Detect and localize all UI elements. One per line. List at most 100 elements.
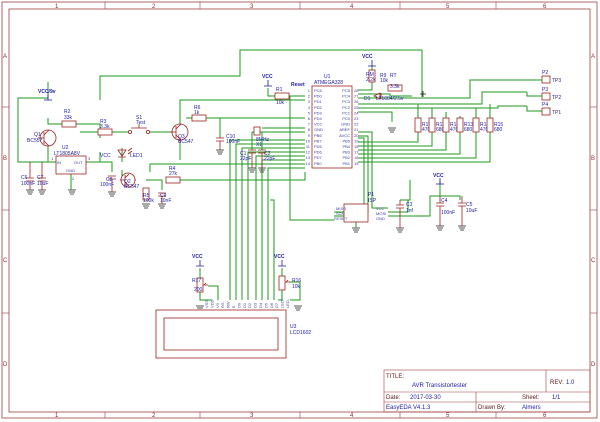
c3-value: 1nf <box>406 208 414 214</box>
lcd-pin-led: LED- <box>285 298 290 308</box>
c4-value: 100nF <box>441 210 455 216</box>
c2-label: C2 <box>264 151 271 157</box>
u3-part: LCD1602 <box>290 330 311 336</box>
c1-label: C1 <box>240 151 247 157</box>
u1-pin-19: 19 <box>354 138 359 143</box>
d1-part: LT1004/2.5v <box>376 96 404 102</box>
u1-pin-name-10: PB7 <box>314 138 322 143</box>
u1-pin-name-17: PB3 <box>342 150 350 155</box>
rt-label: RT <box>390 73 397 79</box>
u1-pin-name-9: PB6 <box>314 133 322 138</box>
r5-resistor <box>142 187 150 201</box>
r11-value: 680 <box>436 127 445 133</box>
r15-value: 680 <box>494 127 503 133</box>
r2-resistor <box>61 120 77 128</box>
c8-label: C8 <box>106 177 113 183</box>
ruler-row-a-right: A <box>591 54 595 60</box>
u2-label: U2 <box>62 145 69 151</box>
u3-label: U3 <box>290 324 297 330</box>
u1-pin-name-6: PD4 <box>314 116 323 121</box>
q2-label: Q2 <box>124 179 131 185</box>
u1-pin-24: 24 <box>354 110 359 115</box>
u1-mcu <box>311 85 353 169</box>
isp-gnd-pin: GND <box>376 216 385 221</box>
c10-capacitor <box>216 137 224 150</box>
lcd-pin-d1: D1 <box>242 302 247 308</box>
u1-pin-26: 26 <box>354 99 359 104</box>
r13-value: 680 <box>464 127 473 133</box>
u1-pin-28: 28 <box>354 88 359 93</box>
q3-transistor <box>170 123 189 141</box>
r1-label: R1 <box>276 87 283 93</box>
r5-label: R5 <box>143 193 150 199</box>
r16-value: 10k <box>292 284 301 290</box>
u1-right-pins: 28PC527PC426PC325PC224PC123PC022GND21ARE… <box>339 88 359 166</box>
ruler-row-d-right: D <box>591 362 596 368</box>
ruler-col-5: 5 <box>446 4 450 10</box>
sheet-label: Sheet: <box>522 395 540 401</box>
r13-label: R13 <box>464 122 473 128</box>
tp1-label: TP1 <box>552 110 561 116</box>
r2-label: R2 <box>64 109 71 115</box>
r10-label: R10 <box>422 122 431 128</box>
u1-pin-13: 13 <box>306 155 311 160</box>
u3-lcd <box>155 309 287 359</box>
r6-resistor <box>191 114 207 122</box>
ruler-row-b-right: B <box>591 156 595 162</box>
u2-part: LT1805A8V <box>54 151 81 157</box>
c6-label: C6 <box>21 175 28 181</box>
r16-label: R16 <box>292 278 301 284</box>
u1-pin-12: 12 <box>306 150 311 155</box>
r11-label: R11 <box>436 122 445 128</box>
drawn-label: Drawn By: <box>478 405 506 411</box>
led1-diode <box>117 147 133 158</box>
c7-label: C7 <box>37 175 44 181</box>
s1-switch <box>127 124 150 134</box>
c7-value: 10uF <box>37 181 48 187</box>
p2-connector <box>541 75 551 84</box>
u1-part: ATMEGA328 <box>314 80 343 86</box>
c10-value: 100nF <box>226 139 240 145</box>
vcc-net-label: VCC <box>100 153 111 159</box>
ruler-row-b: B <box>3 156 7 162</box>
u1-pin-name-12: PD6 <box>314 150 323 155</box>
rm-resistor <box>368 69 376 83</box>
q1-part: BC557 <box>27 138 43 144</box>
r4-value: 27k <box>169 171 178 177</box>
isp-miso-pin: MISO <box>336 206 346 211</box>
ruler-col-6-bottom: 6 <box>543 413 547 419</box>
lcd-pin-d3: D3 <box>253 302 258 308</box>
c4-capacitor <box>436 196 444 226</box>
p3-connector <box>541 92 551 101</box>
u1-pin-9: 9 <box>308 133 311 138</box>
vcc-top-label: VCC <box>362 54 373 60</box>
r17-potentiometer <box>196 277 204 293</box>
u1-pin-name-24: PC1 <box>342 110 351 115</box>
u1-pin-name-21: AREF <box>339 127 350 132</box>
date-label: Date: <box>386 395 401 401</box>
q3-label: Q3 <box>178 134 185 140</box>
c2-value: 22pF <box>264 156 275 162</box>
u1-pin-10: 10 <box>306 138 311 143</box>
s1-value: Test <box>136 120 146 126</box>
isp-sck-pin: SCK <box>336 211 345 216</box>
p4-connector <box>541 107 551 116</box>
r15-resistor <box>486 117 494 133</box>
u1-pin-name-27: PC4 <box>342 94 351 99</box>
c4-label: C4 <box>441 198 448 204</box>
lcd-pin-d5: D5 <box>263 302 268 308</box>
ruler-col-3-bottom: 3 <box>250 413 254 419</box>
c6-capacitor <box>26 162 34 190</box>
u1-pin-name-5: PD3 <box>314 110 323 115</box>
c8-value: 100nF <box>100 182 114 188</box>
q2-part: BC547 <box>124 184 140 190</box>
s1-label: S1 <box>136 115 142 121</box>
ruler-col-4-bottom: 4 <box>350 413 354 419</box>
lcd-pin-led: LED+ <box>280 297 285 308</box>
u1-pin-18: 18 <box>354 144 359 149</box>
drawn-value: Almers <box>522 405 541 411</box>
c6-value: 100nF <box>21 181 35 187</box>
r14-value: 470k <box>480 127 491 133</box>
u1-pin-name-20: AVCC <box>339 133 350 138</box>
